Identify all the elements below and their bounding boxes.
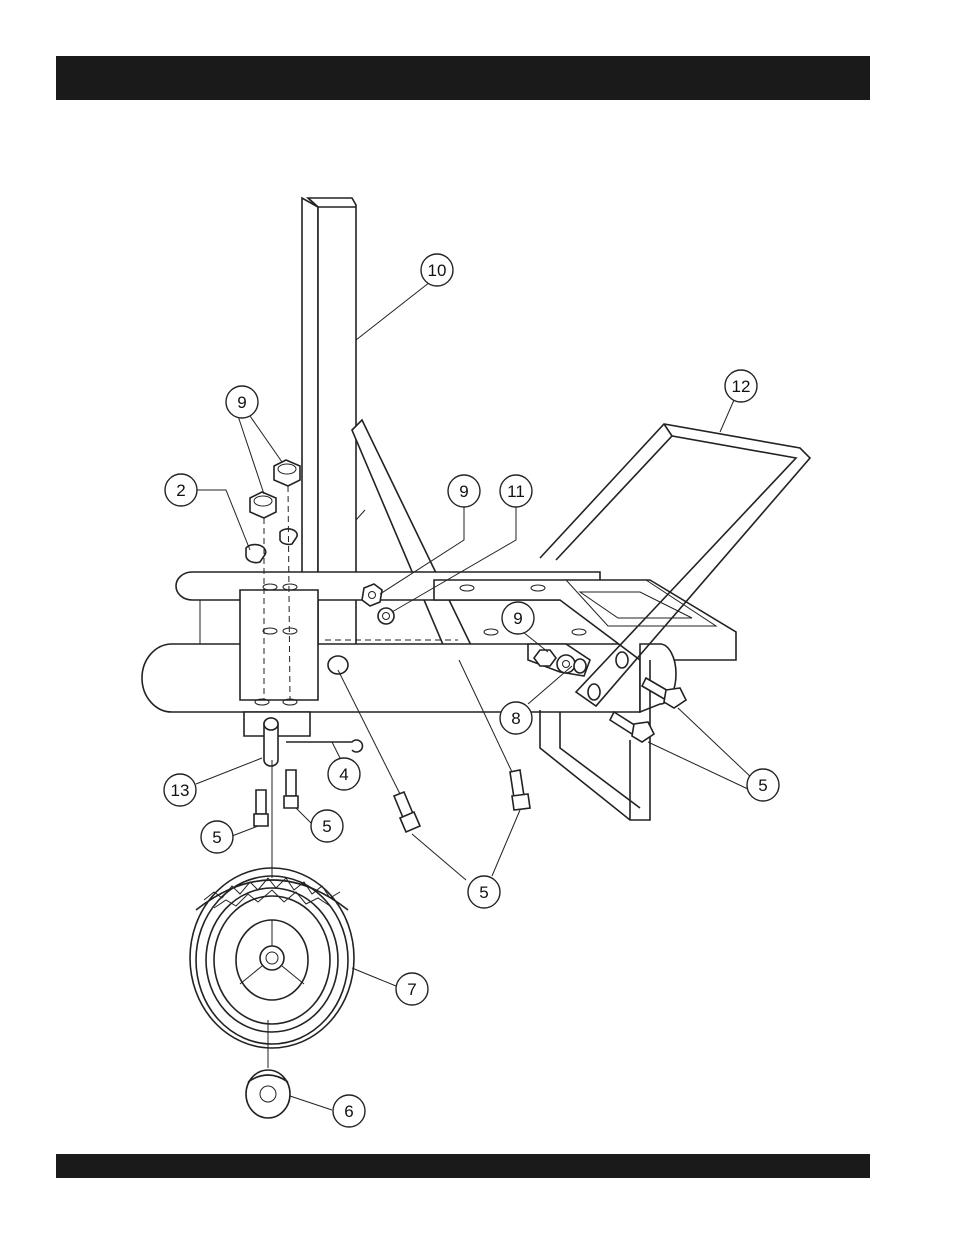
callout-6: 6	[333, 1095, 365, 1127]
bolt-left-b	[284, 770, 298, 808]
wheel	[190, 760, 354, 1048]
callout-5-mid: 5	[311, 810, 343, 842]
callout-5-center: 5	[468, 876, 500, 908]
callout-label: 5	[758, 776, 767, 795]
callout-9-right: 9	[502, 602, 534, 634]
bolt-center-a	[394, 792, 420, 832]
callout-label: 11	[507, 482, 525, 501]
callout-label: 10	[428, 261, 447, 280]
callout-label: 12	[732, 377, 751, 396]
callout-4: 4	[328, 758, 360, 790]
callout-9-upper: 9	[226, 386, 258, 418]
callout-9-center: 9	[448, 475, 480, 507]
diagonal-brace	[352, 420, 482, 680]
callout-label: 8	[511, 709, 520, 728]
callout-11: 11	[500, 475, 532, 507]
bolt-left-a	[254, 790, 268, 826]
callout-label: 13	[171, 781, 190, 800]
callout-label: 9	[459, 482, 468, 501]
callout-label: 9	[237, 393, 246, 412]
callout-label: 2	[176, 481, 185, 500]
callout-10: 10	[421, 254, 453, 286]
callout-5-right: 5	[747, 769, 779, 801]
callout-label: 5	[479, 883, 488, 902]
callout-2: 2	[165, 474, 197, 506]
callout-label: 7	[407, 980, 416, 999]
callout-13: 13	[164, 774, 196, 806]
callout-label: 6	[344, 1102, 353, 1121]
bolt-center-b	[510, 770, 530, 810]
callout-label: 5	[212, 828, 221, 847]
callout-8: 8	[500, 702, 532, 734]
callout-7: 7	[396, 973, 428, 1005]
callout-5-left: 5	[201, 821, 233, 853]
bolt-right-b	[610, 712, 654, 742]
callout-label: 5	[322, 817, 331, 836]
callout-12: 12	[725, 370, 757, 402]
callout-label: 4	[339, 765, 348, 784]
callout-label: 9	[513, 609, 522, 628]
